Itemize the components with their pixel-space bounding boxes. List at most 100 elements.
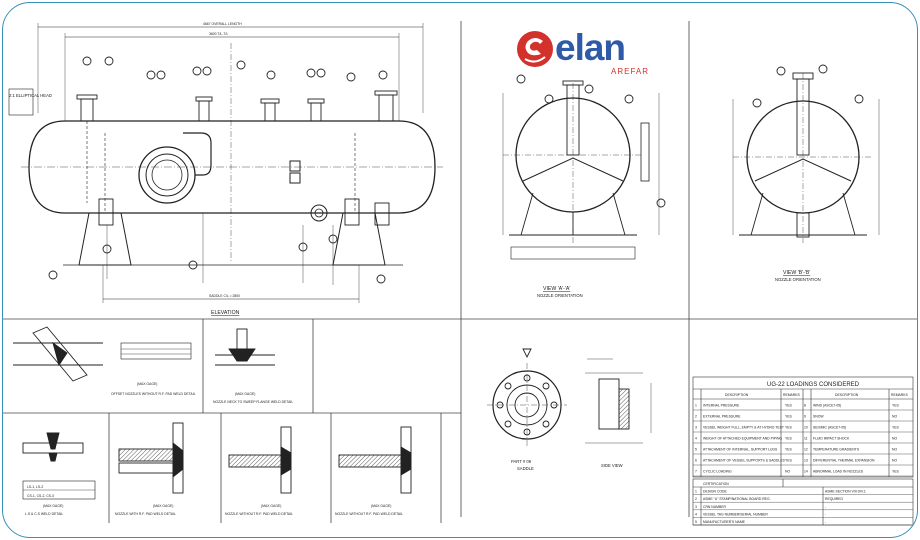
col-desc-left: DESCRIPTION bbox=[725, 393, 749, 397]
loading-row-remark: NO bbox=[892, 448, 897, 452]
loading-row-description: SNOW bbox=[813, 415, 824, 419]
part-09-flange bbox=[487, 348, 567, 447]
loading-row-description: TEMPERATURE GRADIENTS bbox=[813, 448, 860, 452]
loading-row-remark: YES bbox=[892, 470, 900, 474]
view-a-caption: VIEW 'A'-'A' bbox=[543, 286, 570, 292]
col-rem-right: REMARKS bbox=[891, 393, 909, 397]
col-desc-right: DESCRIPTION bbox=[835, 393, 859, 397]
cert-row-description: ASME "U" STAMP/NATIONAL BOARD REG. bbox=[703, 497, 771, 501]
loading-row-remark: YES bbox=[785, 426, 793, 430]
cert-row-number: 4 bbox=[695, 512, 697, 516]
loading-row-number: 4 bbox=[695, 437, 697, 441]
certification-rows: 1 DESIGN CODE ASME SECTION VIII DIV.1 2 ASME… bbox=[693, 490, 913, 526]
logo-subtitle: AREFAR bbox=[611, 67, 650, 76]
loading-row-number: 8 bbox=[804, 404, 806, 408]
loading-row-remark: YES bbox=[892, 404, 900, 408]
section-mark-6: (MAX GAGE) bbox=[371, 504, 391, 508]
view-b-b bbox=[732, 64, 880, 243]
head-note: 2:1 ELLIPTICAL HEAD bbox=[9, 93, 52, 98]
loading-row-remark: NO bbox=[785, 470, 790, 474]
cert-row-description: VESSEL TAG NUMBER/SERIAL NUMBER bbox=[703, 512, 768, 516]
detail-3-caption: L.S & C.S WELD DETAIL bbox=[25, 512, 63, 516]
elevation-caption: ELEVATION bbox=[211, 310, 240, 316]
cert-row-description: MANUFACTURER'S NAME bbox=[703, 520, 746, 524]
loading-row-description: VESSEL WEIGHT FULL, EMPTY & AT HYDRO TES… bbox=[703, 426, 784, 430]
saddle-dim: SADDLE C/L = 2800 bbox=[209, 294, 240, 298]
section-mark-4: (MAX GAGE) bbox=[153, 504, 173, 508]
loading-row-description: CYCLIC LOADING bbox=[703, 470, 732, 474]
col-rem-left: REMARKS bbox=[783, 393, 801, 397]
elevation-view bbox=[8, 23, 443, 303]
cert-row-number: 5 bbox=[695, 520, 697, 524]
loading-row-remark: YES bbox=[785, 404, 793, 408]
loading-row-remark: YES bbox=[892, 426, 900, 430]
detail-2-caption: NOZZLE NECK TO SWEEP FLANGE WELD DETAIL bbox=[213, 400, 293, 404]
loading-row-description: INTERNAL PRESSURE bbox=[703, 404, 740, 408]
side-view-caption: SIDE VIEW bbox=[601, 463, 623, 468]
view-b-caption: VIEW 'B'-'B' bbox=[783, 270, 810, 276]
loading-row-remark: YES bbox=[785, 415, 793, 419]
loading-row-description: WIND (ASCE7-05) bbox=[813, 404, 841, 408]
loading-row-number: 5 bbox=[695, 448, 697, 452]
cert-row-description: DESIGN CODE bbox=[703, 490, 727, 494]
section-mark-2: (MAX GAGE) bbox=[235, 392, 255, 396]
overall-length-dim: 4667 OVERALL LENGTH bbox=[203, 22, 242, 26]
cert-row-number: 1 bbox=[695, 490, 697, 494]
cert-row-remark: REQUIRED bbox=[825, 497, 843, 501]
loading-row-remark: NO bbox=[892, 459, 897, 463]
side-view bbox=[585, 358, 652, 444]
loading-row-remark: NO bbox=[892, 415, 897, 419]
loading-row-description: EXTERNAL PRESSURE bbox=[703, 415, 741, 419]
detail-6-caption: NOZZLE WITHOUT R.F. PAD WELD DETAIL bbox=[335, 512, 403, 516]
loading-row-number: 1 bbox=[695, 404, 697, 408]
view-a-a bbox=[502, 74, 666, 260]
loadings-title: UG-22 LOADINGS CONSIDERED bbox=[767, 382, 860, 388]
part-subcaption: SADDLE bbox=[517, 466, 534, 471]
loading-row-number: 2 bbox=[695, 415, 697, 419]
cert-row-remark: - bbox=[825, 512, 826, 516]
logo-wordmark: elan bbox=[555, 27, 626, 68]
loading-row-number: 7 bbox=[695, 470, 697, 474]
elan-logo-icon bbox=[517, 31, 553, 67]
detail-4-caption: NOZZLE WITH R.F. PAD WELD DETAIL bbox=[115, 512, 176, 516]
detail-ls-cs bbox=[22, 432, 96, 500]
loading-row-number: 11 bbox=[804, 437, 808, 441]
loading-row-remark: YES bbox=[785, 448, 793, 452]
section-mark-1: (MAX GAGE) bbox=[137, 382, 157, 386]
cert-row-remark: ASME SECTION VIII DIV.1 bbox=[825, 490, 866, 494]
detail-nozzle-no-pad-2 bbox=[338, 426, 412, 494]
loading-row-number: 10 bbox=[804, 426, 808, 430]
loading-row-description: ATTACHMENT OF VESSEL SUPPORTS & SADDLES bbox=[703, 459, 786, 463]
cert-row-number: 2 bbox=[695, 497, 697, 501]
cert-title: CERTIFICATION bbox=[703, 482, 729, 486]
seam-code-2: CS-1, CS-2, CS-3 bbox=[27, 494, 54, 498]
cert-row-remark: - bbox=[825, 505, 826, 509]
loading-row-description: ABNORMAL LOAD IN NOZZLES bbox=[813, 470, 864, 474]
loading-row-description: WEIGHT OF ATTACHED EQUIPMENT AND PIPING bbox=[703, 437, 782, 441]
cert-row-description: CRN NUMBER bbox=[703, 505, 727, 509]
section-mark-3: (MAX GAGE) bbox=[43, 504, 63, 508]
loading-row-description: SEISMIC (ASCE7-05) bbox=[813, 426, 846, 430]
view-b-subcaption: NOZZLE ORIENTATION bbox=[775, 277, 821, 282]
part-caption: PART # 09 bbox=[511, 459, 532, 464]
loading-row-remark: YES bbox=[785, 459, 793, 463]
loading-row-remark: YES bbox=[785, 437, 793, 441]
loading-row-number: 9 bbox=[804, 415, 806, 419]
detail-nozzle-rf-pad bbox=[118, 422, 184, 494]
loading-row-number: 6 bbox=[695, 459, 697, 463]
tt-dim: 3600 T/L-T/L bbox=[209, 32, 228, 36]
section-mark-5: (MAX GAGE) bbox=[261, 504, 281, 508]
loading-row-number: 14 bbox=[804, 470, 808, 474]
detail-sweep-flange bbox=[215, 328, 275, 366]
loading-row-remark: NO bbox=[892, 437, 897, 441]
loadings-rows: 1 INTERNAL PRESSURE YES 2 EXTERNAL PRESSURE Y… bbox=[693, 404, 913, 477]
view-a-subcaption: NOZZLE ORIENTATION bbox=[537, 293, 583, 298]
detail-offset-nozzle bbox=[13, 326, 192, 382]
cert-row-remark: - bbox=[825, 520, 826, 524]
loading-row-description: ATTACHMENT OF INTERNAL, SUPPORT LUGS bbox=[703, 448, 778, 452]
loading-row-number: 13 bbox=[804, 459, 808, 463]
panel-borders bbox=[3, 21, 917, 523]
loading-row-description: DIFFERENTIAL THERMAL EXPANSION bbox=[813, 459, 875, 463]
loading-row-number: 12 bbox=[804, 448, 808, 452]
